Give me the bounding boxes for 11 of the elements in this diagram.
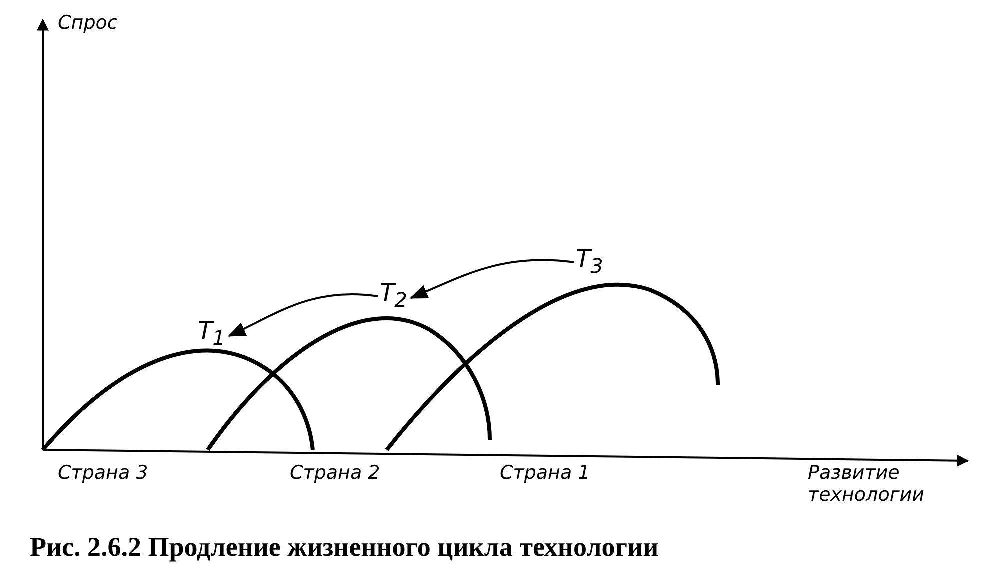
- curve-label: T$_{1}$: [198, 318, 226, 351]
- axis-label: Спрос: [58, 12, 118, 34]
- country-label: Страна 1: [500, 462, 590, 484]
- curve-label: T$_{3}$: [576, 246, 604, 279]
- country-label: Страна 3: [58, 462, 148, 484]
- country-label: Страна 2: [290, 462, 380, 484]
- arrow: [410, 259, 574, 299]
- arrow: [228, 293, 378, 337]
- axis-label: Развитие технологии: [808, 462, 926, 506]
- curve-label: T$_{2}$: [380, 280, 408, 313]
- figure-caption: Рис. 2.6.2 Продление жизненного цикла технологии: [30, 532, 659, 563]
